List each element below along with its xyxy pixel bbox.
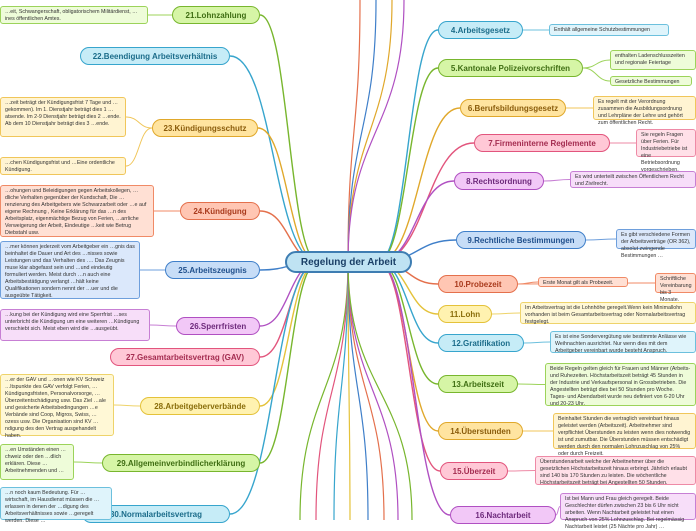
offscreen-branch-line — [347, 261, 399, 521]
branch-line — [377, 261, 439, 344]
topic-16-nachtarbeit[interactable]: 16.Nachtarbeit — [450, 506, 556, 524]
topic-8-rechtsordnung[interactable]: 8.Rechtsordnung — [454, 172, 544, 190]
offscreen-branch-line — [347, 261, 385, 521]
note-5-kantonale-polizeivorschriften[interactable]: enthalten Ladenschlusszeiten und regiona… — [610, 50, 696, 70]
note-23-kündigungsschutz[interactable]: …zeit beträgt der Kündigungsfrist 7 Tage… — [0, 97, 126, 137]
note-connector — [491, 312, 521, 315]
note-7-firmeninterne-reglemente[interactable]: Sie regeln Fragen über Ferien. Für Indus… — [636, 129, 696, 173]
offscreen-branch-line — [347, 261, 413, 521]
branch-line — [377, 261, 439, 385]
branch-line — [257, 127, 319, 263]
branch-line — [259, 261, 319, 464]
note-connector — [582, 67, 611, 82]
topic-24-kündigung[interactable]: 24.Kündigung — [180, 202, 260, 220]
note-connector — [149, 324, 177, 327]
note-23-kündigungsschutz[interactable]: …chen Kündigungsfrist und …Eine ordentli… — [0, 157, 126, 175]
offscreen-branch-line — [347, 261, 369, 521]
topic-30-normalarbeitsvertrag[interactable]: 30.Normalarbeitsvertrag — [82, 505, 230, 523]
topic-26-sperrfristen[interactable]: 26.Sperrfristen — [176, 317, 260, 335]
note-4-arbeitsgesetz[interactable]: Enthält allgemeine Schutzbestimmungen — [549, 24, 669, 36]
topic-15-überzeit[interactable]: 15.Überzeit — [440, 462, 508, 480]
branch-line — [377, 107, 461, 263]
note-13-arbeitszeit[interactable]: Beide Regeln gelten gleich für Frauen un… — [545, 363, 696, 407]
note-29-allgemeinverbindlicherklärung[interactable]: …en Umständen einen …chweiz oder den …dl… — [0, 444, 74, 480]
note-9-rechtliche-bestimmungen[interactable]: Es gibt verschiedene Formen der Arbeitsv… — [616, 229, 696, 259]
branch-line — [259, 14, 319, 263]
note-10-probezeit[interactable]: Erste Monat gilt als Probezeit. — [538, 277, 628, 287]
topic-11-lohn[interactable]: 11.Lohn — [438, 305, 492, 323]
offscreen-branch-line — [333, 261, 349, 521]
topic-28-arbeitgeberverbände[interactable]: 28.Arbeitgeberverbände — [140, 397, 260, 415]
offscreen-branch-line — [299, 261, 349, 521]
note-25-arbeitszeugnis[interactable]: …mer können jederzeit vom Arbeitgeber ei… — [0, 241, 140, 299]
topic-6-berufsbildungsgesetz[interactable]: 6.Berufsbildungsgesetz — [460, 99, 566, 117]
topic-25-arbeitszeugnis[interactable]: 25.Arbeitszeugnis — [165, 261, 260, 279]
topic-9-rechtliche-bestimmungen[interactable]: 9.Rechtliche Bestimmungen — [456, 231, 586, 249]
branch-line — [259, 261, 319, 407]
note-6-berufsbildungsgesetz[interactable]: Es regelt mit der Verordnung zusammen di… — [593, 96, 696, 126]
note-connector — [73, 461, 103, 464]
note-28-arbeitgeberverbände[interactable]: …er der GAV und …onen wie KV Schweiz …lt… — [0, 374, 114, 439]
branch-line — [377, 261, 451, 516]
offscreen-branch-line — [315, 261, 349, 521]
note-connector — [582, 59, 611, 69]
note-connector — [543, 179, 571, 182]
topic-12-gratifikation[interactable]: 12.Gratifikation — [438, 334, 524, 352]
offscreen-branch-line — [347, 261, 351, 521]
note-connector — [555, 506, 561, 516]
note-15-überzeit[interactable]: Überstundenarbeit welche der Arbeitnehme… — [535, 456, 696, 486]
offscreen-branch-line — [347, 0, 377, 263]
topic-27-gesamtarbeitsvertrag-gav[interactable]: 27.Gesamtarbeitsvertrag (GAV) — [110, 348, 260, 366]
note-connector — [517, 383, 546, 385]
note-12-gratifikation[interactable]: Es ist eine Sondervergütung wie bestimmt… — [550, 331, 696, 354]
branch-line — [377, 261, 441, 472]
note-14-überstunden[interactable]: Beinhaltet Stunden die vertraglich verei… — [553, 413, 696, 457]
note-21-lohnzahlung[interactable]: …eit, Schwangerschaft, obligatorischem M… — [0, 6, 148, 24]
note-connector — [507, 470, 536, 472]
topic-13-arbeitszeit[interactable]: 13.Arbeitszeit — [438, 375, 518, 393]
central-topic[interactable]: Regelung der Arbeit — [285, 251, 412, 273]
topic-7-firmeninterne-reglemente[interactable]: 7.Firmeninterne Reglemente — [474, 134, 610, 152]
note-16-nachtarbeit[interactable]: Ist bei Mann und Frau gleich geregelt. B… — [560, 493, 696, 530]
note-8-rechtsordnung[interactable]: Es wird unterteilt zwischen Öffentlichem… — [570, 171, 696, 188]
note-24-kündigung[interactable]: …ohungen und Beleidigungen gegen Arbeits… — [0, 185, 154, 237]
note-30-normalarbeitsvertrag[interactable]: …n noch kaum Bedeutung. Für …wirtschaft,… — [0, 487, 112, 524]
topic-4-arbeitsgesetz[interactable]: 4.Arbeitsgesetz — [438, 21, 523, 39]
offscreen-branch-line — [347, 0, 405, 263]
note-connector — [113, 404, 141, 407]
note-connector — [125, 116, 153, 129]
topic-23-kündigungsschutz[interactable]: 23.Kündigungsschutz — [152, 119, 258, 137]
note-connector — [585, 238, 617, 241]
note-connector — [125, 127, 153, 167]
branch-line — [377, 67, 439, 263]
note-connector — [523, 341, 551, 344]
topic-14-überstunden[interactable]: 14.Überstunden — [438, 422, 523, 440]
topic-21-lohnzahlung[interactable]: 21.Lohnzahlung — [172, 6, 260, 24]
note-26-sperrfristen[interactable]: …kung bei der Kündigung wird eine Sperrf… — [0, 309, 150, 341]
branch-line — [229, 55, 319, 263]
branch-line — [377, 29, 439, 263]
branch-line — [229, 261, 319, 515]
note-5-kantonale-polizeivorschriften[interactable]: Gesetzliche Bestimmungen — [610, 76, 692, 86]
topic-22-beendigung-arbeitsverhältnis[interactable]: 22.Beendigung Arbeitsverhältnis — [80, 47, 230, 65]
topic-29-allgemeinverbindlicherklärung[interactable]: 29.Allgemeinverbindlicherklärung — [102, 454, 260, 472]
note-10-probezeit[interactable]: Schriftliche Vereinbarung bis 3 Monate. — [655, 273, 696, 303]
topic-5-kantonale-polizeivorschriften[interactable]: 5.Kantonale Polizeivorschriften — [438, 59, 583, 77]
topic-10-probezeit[interactable]: 10.Probezeit — [438, 275, 518, 293]
note-11-lohn[interactable]: Im Arbeitsvertrag ist die Lohnhöhe gereg… — [520, 302, 696, 325]
offscreen-branch-line — [347, 0, 361, 263]
